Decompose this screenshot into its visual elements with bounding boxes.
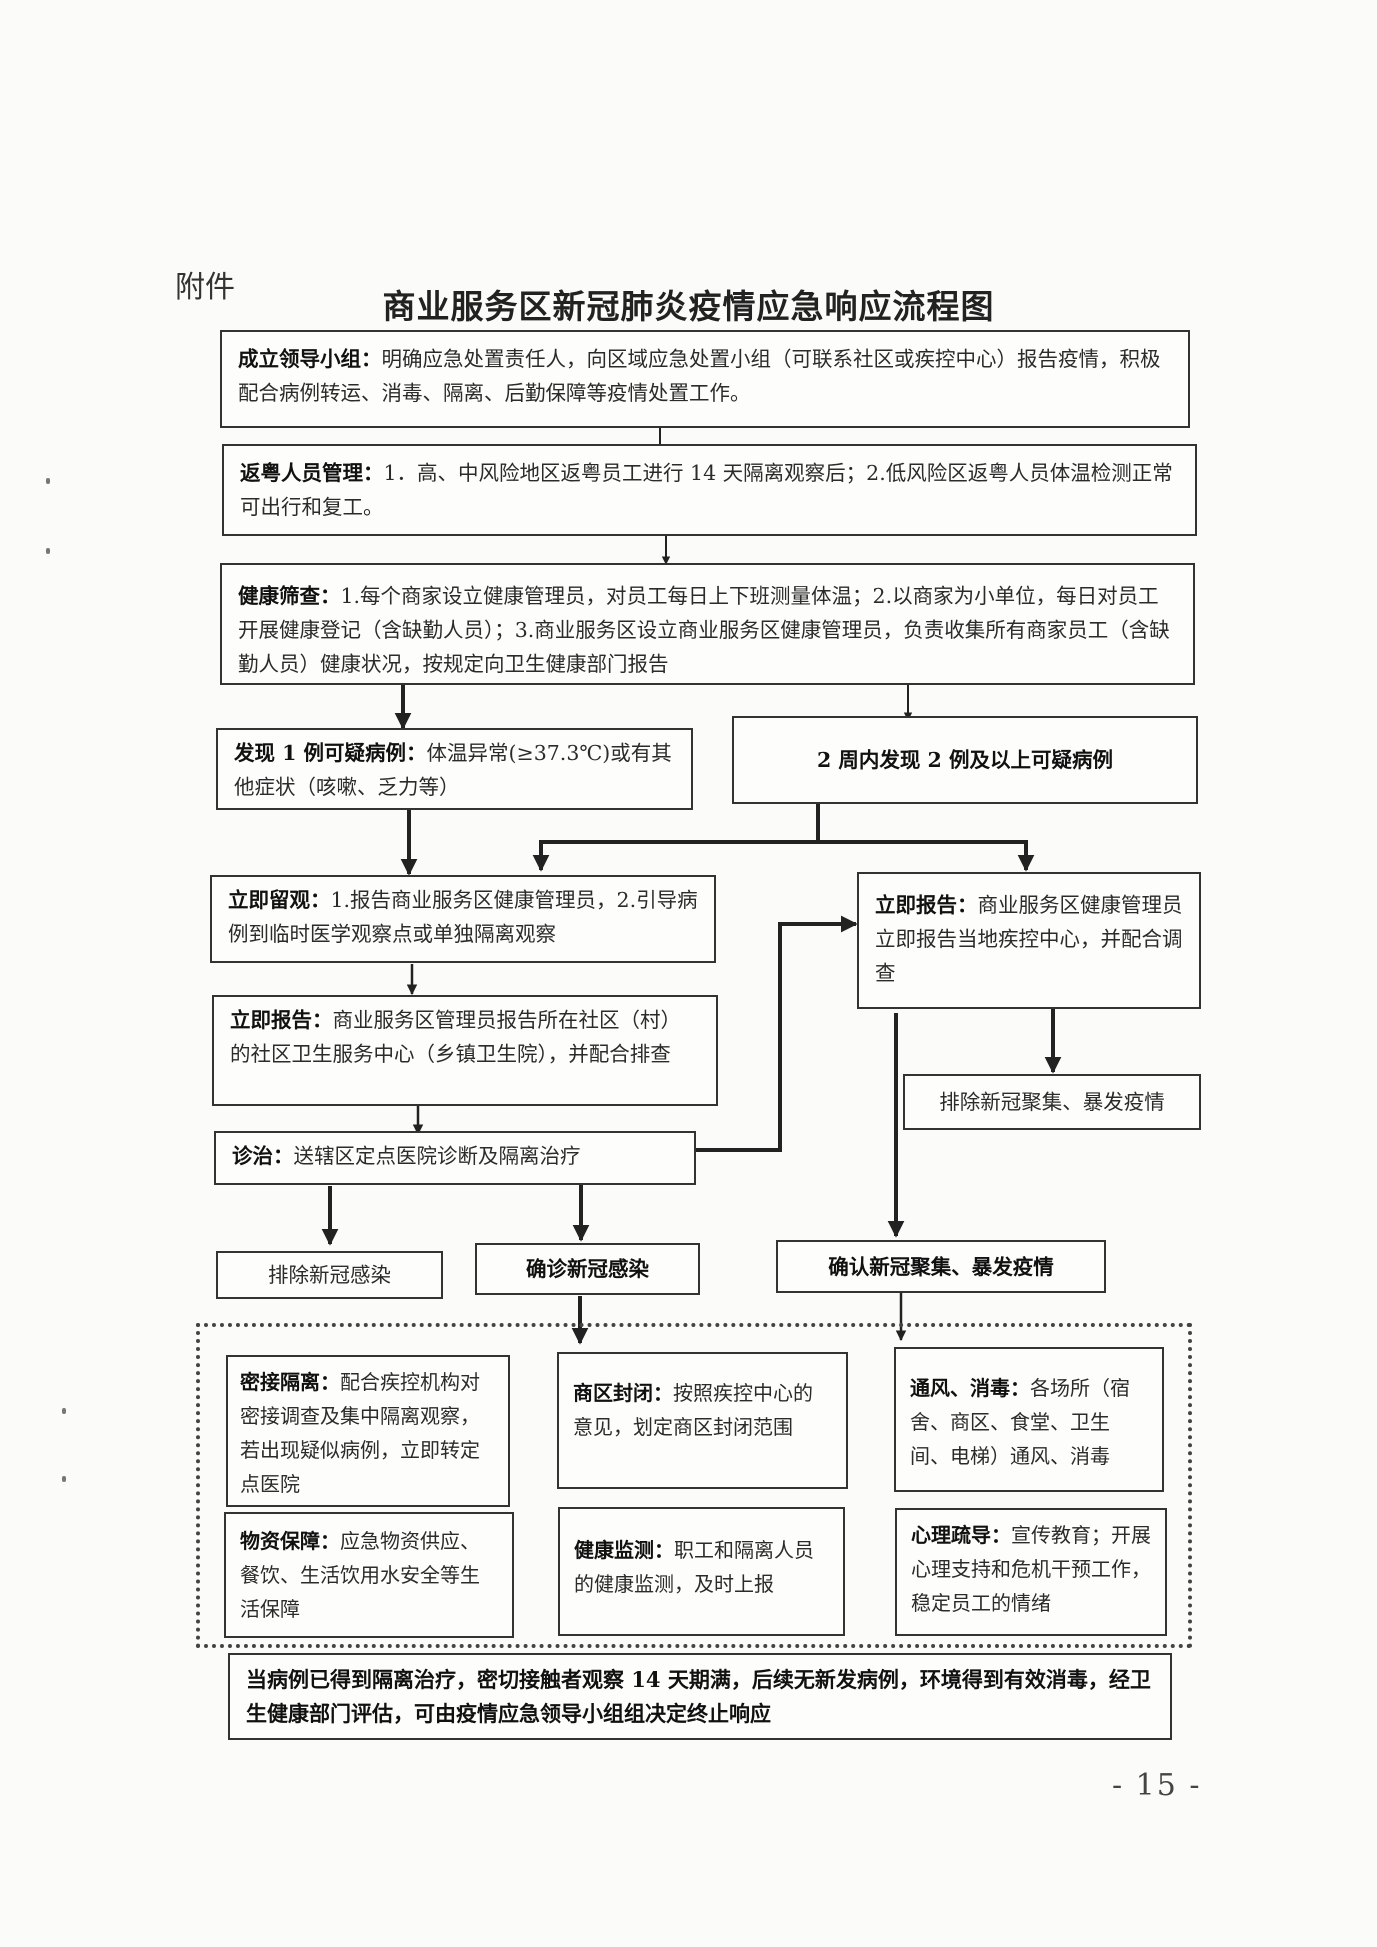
district-closure-box: 商区封闭：按照疾控中心的意见，划定商区封闭范围 [557,1352,848,1489]
confirmed-cluster-box: 确认新冠聚集、暴发疫情 [776,1240,1106,1293]
two-suspected-box: 2 周内发现 2 例及以上可疑病例 [732,716,1198,804]
arrow-two-branch [532,804,820,872]
response-measures-group [196,1323,1192,1648]
health-monitoring-box: 健康监测：职工和隔离人员的健康监测，及时上报 [558,1507,845,1636]
observe-box: 立即留观：1.报告商业服务区健康管理员，2.引导病例到临时医学观察点或单独隔离观… [210,875,716,963]
report-community-box: 立即报告：商业服务区管理员报告所在社区（村）的社区卫生服务中心（乡镇卫生院），并… [212,995,718,1106]
counseling-box: 心理疏导：宣传教育；开展心理支持和危机干预工作，稳定员工的情绪 [895,1508,1167,1636]
arrow-two-branch-right [818,840,1028,866]
exclude-cluster-box: 排除新冠聚集、暴发疫情 [903,1074,1201,1130]
contact-isolation-box: 密接隔离：配合疾控机构对密接调查及集中隔离观察，若出现疑似病例，立即转定点医院 [226,1355,510,1507]
arrow-diagnosis-cdc [694,915,858,1152]
scan-mark [62,1408,66,1414]
screening-box: 健康筛查：1.每个商家设立健康管理员，对员工每日上下班测量体温；2.以商家为小单… [220,563,1195,685]
termination-box: 当病例已得到隔离治疗，密切接触者观察 14 天期满，后续无新发病例，环境得到有效… [228,1653,1172,1740]
exclude-infection-box: 排除新冠感染 [216,1251,443,1299]
ventilation-box: 通风、消毒：各场所（宿舍、商区、食堂、卫生间、电梯）通风、消毒 [894,1347,1164,1492]
diagnosis-box: 诊治：送辖区定点医院诊断及隔离治疗 [214,1131,696,1185]
returnees-box: 返粤人员管理：1．高、中风险地区返粤员工进行 14 天隔离观察后；2.低风险区返… [222,444,1197,536]
supplies-box: 物资保障：应急物资供应、餐饮、生活饮用水安全等生活保障 [224,1512,514,1638]
report-cdc-box: 立即报告：商业服务区健康管理员立即报告当地疾控中心，并配合调查 [857,872,1201,1009]
leadership-box: 成立领导小组：明确应急处置责任人，向区域应急处置小组（可联系社区或疾控中心）报告… [220,330,1190,428]
page-title: 商业服务区新冠肺炎疫情应急响应流程图 [382,287,995,326]
scan-mark [46,548,50,554]
page-number: - 15 - [1112,1768,1202,1803]
scan-mark [46,478,50,484]
scan-mark [62,1476,66,1482]
one-suspected-box: 发现 1 例可疑病例：体温异常(≥37.3℃)或有其他症状（咳嗽、乏力等） [216,728,693,810]
confirmed-infection-box: 确诊新冠感染 [475,1243,700,1295]
attachment-label: 附件 [175,270,235,305]
